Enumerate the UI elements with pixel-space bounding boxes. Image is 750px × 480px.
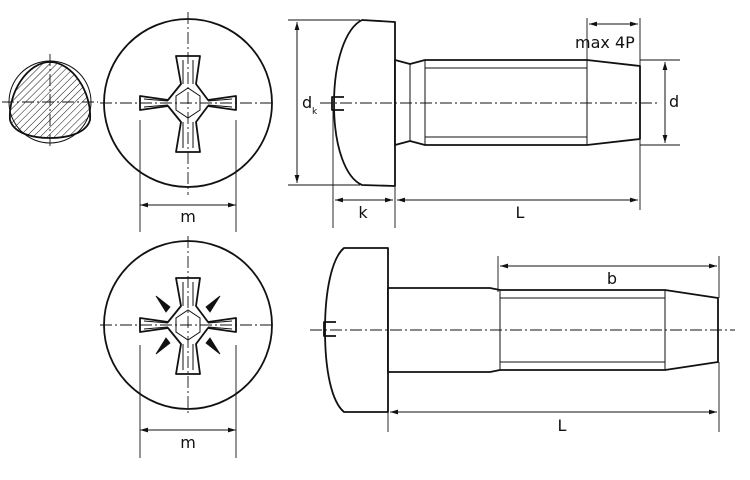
head-view-phillips: m	[100, 12, 275, 232]
k-label: k	[358, 203, 368, 222]
dk-label: d	[302, 93, 312, 112]
shank-transition-lines	[409, 60, 588, 145]
head-view-pozidriv: m	[100, 236, 275, 458]
m-label-bottom: m	[180, 433, 196, 452]
screw-shank-top	[394, 59, 641, 146]
pozidriv-recess	[139, 277, 237, 375]
head-slot-bottom	[323, 321, 336, 337]
dk-subscript: k	[312, 107, 318, 117]
phillips-recess	[139, 55, 237, 153]
pozidriv-star-marks	[155, 295, 221, 355]
trilobular-thread-section	[2, 54, 98, 148]
thread-minor-lines-bottom	[500, 297, 665, 363]
m-label-top: m	[180, 207, 196, 226]
pozidriv-recess-inner-lines	[143, 282, 233, 370]
b-label: b	[607, 269, 617, 288]
L-label-top: L	[516, 203, 525, 222]
screw-side-view-top: d k d max 4P k L	[288, 18, 680, 228]
L-label-bottom: L	[558, 416, 567, 435]
head-slot-top	[331, 96, 344, 111]
max4p-label: max 4P	[575, 33, 635, 52]
screw-side-view-bottom: b L	[310, 247, 735, 435]
pozidriv-recess-center	[175, 309, 201, 341]
d-label: d	[669, 92, 679, 111]
phillips-recess-inner-lines	[143, 60, 233, 148]
thread-minor-lines-top	[425, 67, 587, 138]
